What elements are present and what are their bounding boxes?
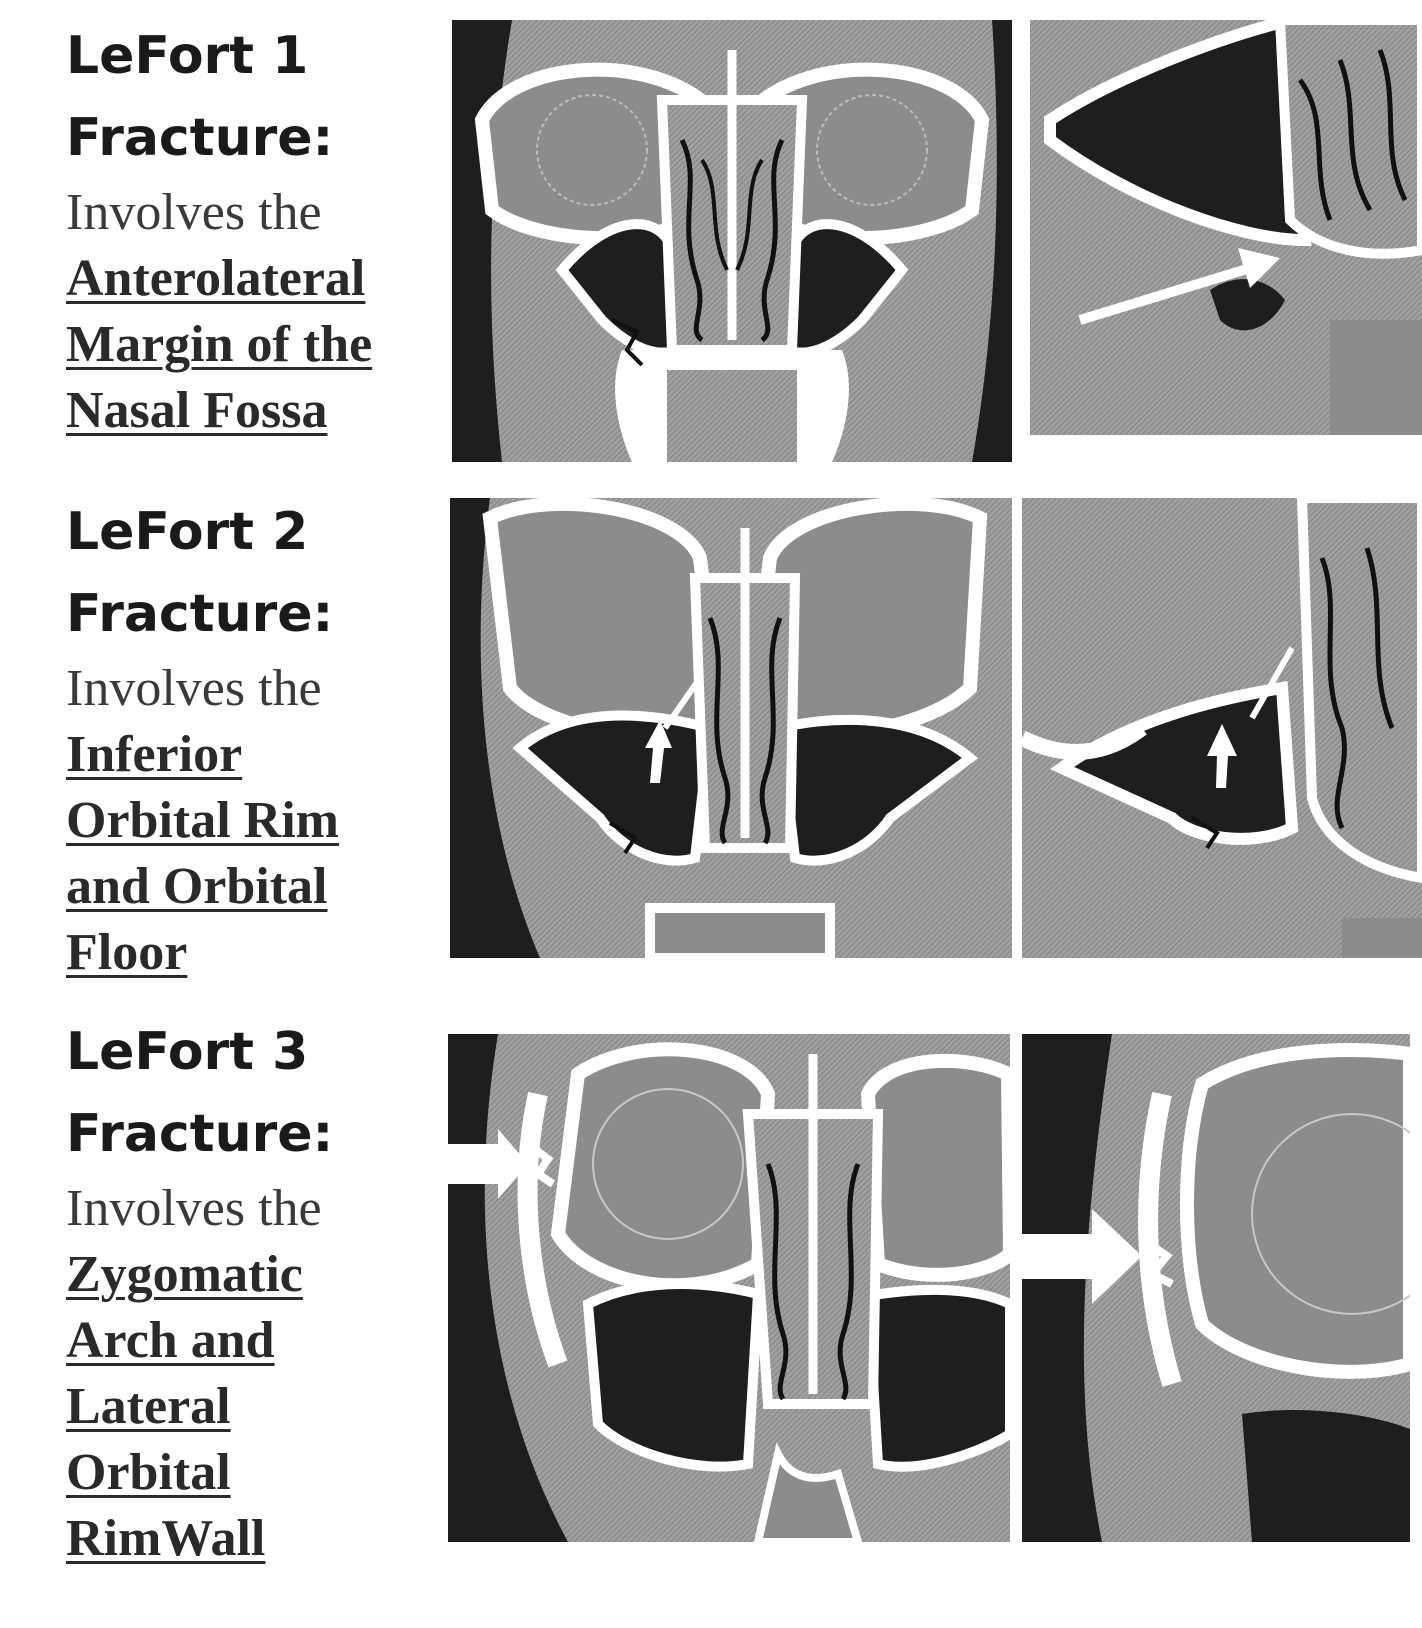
lefort-2-left-arrow bbox=[645, 720, 672, 783]
lefort-3-coronal-illustration bbox=[448, 1034, 1010, 1542]
lefort-1-intro: Involves the bbox=[66, 184, 322, 241]
lefort-2-lateral-arrow bbox=[1207, 724, 1237, 788]
lefort-1-title-fracture: Fracture: bbox=[66, 108, 334, 168]
lefort-1-lateral-illustration bbox=[1030, 20, 1422, 435]
lefort-2-region-line-1: Inferior bbox=[66, 726, 243, 783]
lefort-1-row: LeFort 1 Fracture: Involves the Anterola… bbox=[0, 0, 1422, 470]
lefort-2-coronal-illustration bbox=[450, 498, 1012, 958]
lefort-3-row: LeFort 3 Fracture: Involves the Zygomati… bbox=[0, 1010, 1422, 1628]
lefort-2-title-fracture: Fracture: bbox=[66, 584, 334, 644]
lefort-2-left-fracture-line bbox=[662, 676, 703, 730]
lefort-2-lateral-illustration bbox=[1022, 498, 1422, 958]
lefort-2-region-line-3: and Orbital bbox=[66, 858, 328, 915]
lefort-1-region-line-1: Anterolateral bbox=[66, 250, 366, 307]
lefort-3-left-globe bbox=[592, 1088, 744, 1240]
lefort-2-caption: LeFort 2 Fracture: Involves the Inferior… bbox=[66, 490, 446, 986]
lefort-1-fracture-arrow-shaft bbox=[1078, 260, 1262, 325]
lefort-1-caption: LeFort 1 Fracture: Involves the Anterola… bbox=[66, 14, 446, 444]
lefort-3-region-line-5: RimWall bbox=[66, 1510, 266, 1567]
lefort-1-fracture-arrowhead bbox=[1238, 248, 1280, 288]
lefort-3-region-line-1: Zygomatic bbox=[66, 1246, 303, 1303]
lefort-2-region-line-2: Orbital Rim bbox=[66, 792, 339, 849]
lefort-3-lateral-globe bbox=[1251, 1113, 1410, 1315]
lefort-2-row: LeFort 2 Fracture: Involves the Inferior… bbox=[0, 490, 1422, 981]
lefort-3-lateral-arrow bbox=[1022, 1209, 1142, 1304]
lefort-1-title: LeFort 1 bbox=[66, 26, 309, 86]
lefort-3-title: LeFort 3 bbox=[66, 1022, 309, 1082]
lefort-2-title: LeFort 2 bbox=[66, 502, 309, 562]
lefort-3-region-line-2: Arch and bbox=[66, 1312, 275, 1369]
lefort-3-title-fracture: Fracture: bbox=[66, 1104, 334, 1164]
lefort-1-coronal-illustration bbox=[452, 20, 1012, 462]
lefort-1-region-line-3: Nasal Fossa bbox=[66, 382, 328, 439]
lefort-3-caption: LeFort 3 Fracture: Involves the Zygomati… bbox=[66, 1010, 446, 1572]
lefort-3-intro: Involves the bbox=[66, 1180, 322, 1237]
lefort-3-left-arrow bbox=[448, 1129, 528, 1199]
lefort-1-left-globe bbox=[536, 94, 648, 206]
lefort-3-region-line-3: Lateral bbox=[66, 1378, 231, 1435]
lefort-1-right-globe bbox=[816, 94, 928, 206]
lefort-2-region-line-4: Floor bbox=[66, 924, 188, 981]
lefort-3-lateral-illustration bbox=[1022, 1034, 1410, 1542]
lefort-2-intro: Involves the bbox=[66, 660, 322, 717]
lefort-1-region-line-2: Margin of the bbox=[66, 316, 373, 373]
lefort-3-region-line-4: Orbital bbox=[66, 1444, 231, 1501]
